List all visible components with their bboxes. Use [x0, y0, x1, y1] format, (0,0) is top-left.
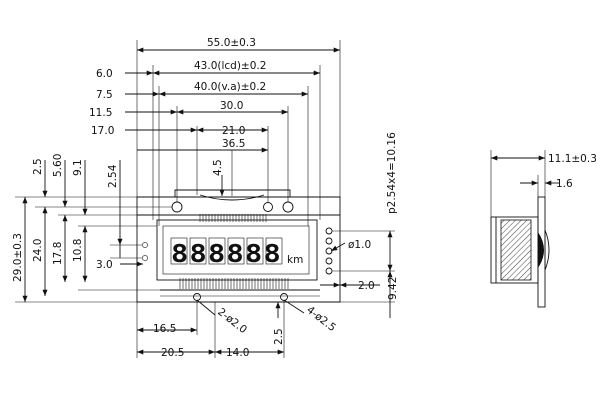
dim-v-24: 24.0 [32, 239, 44, 262]
left-dimensions: 29.0±0.3 24.0 17.8 10.8 2.5 5.60 9.1 2.5… [12, 154, 172, 303]
dim-14: 14.0 [226, 347, 249, 359]
dim-left-6: 6.0 [96, 68, 113, 80]
dim-36-5: 36.5 [222, 138, 245, 150]
dim-lcd-width: 43.0(lcd)±0.2 [194, 60, 266, 72]
hole-2 [263, 202, 273, 212]
dim-16-5: 16.5 [153, 323, 176, 335]
dim-30: 30.0 [220, 100, 243, 112]
right-dimensions: p2.54x4=10.16 ø1.0 2.0 9.42 [320, 132, 399, 318]
dim-v-2-54: 2.54 [107, 164, 119, 188]
dim-4-5: 4.5 [212, 159, 224, 176]
mounting-holes-bottom [193, 293, 288, 301]
dim-left-11-5: 11.5 [89, 107, 112, 119]
hole-3 [282, 201, 294, 213]
bottom-hole-left [193, 293, 201, 301]
hole-1 [171, 201, 183, 213]
dim-v-29: 29.0±0.3 [12, 233, 24, 282]
dim-v-5-60: 5.60 [52, 154, 64, 177]
dim-holes-2: 2-ø2.0 [215, 306, 249, 336]
side-hatched-core [500, 219, 532, 281]
dim-holes-4: 4-ø2.5 [304, 304, 338, 334]
top-pin-comb [199, 214, 267, 222]
lcd-digit-text: 888888 [171, 239, 282, 268]
dim-left-17: 17.0 [91, 125, 114, 137]
dim-overall-width: 55.0±0.3 [207, 37, 256, 49]
dim-v-9-42: 9.42 [387, 277, 399, 300]
front-view: 888888 km 55.0±0.3 43.0(lcd)±0.2 6.0 [12, 37, 399, 359]
lcd-unit: km [287, 254, 303, 266]
dim-v-2-5b: 2.5 [273, 328, 285, 345]
bottom-hole-right [280, 293, 288, 301]
dim-20-5: 20.5 [161, 347, 184, 359]
top-dimensions: 55.0±0.3 43.0(lcd)±0.2 6.0 40.0(v.a)±0.2… [89, 37, 341, 226]
dim-thickness: 1.6 [556, 178, 573, 190]
dim-21: 21.0 [222, 125, 245, 137]
dim-pitch: p2.54x4=10.16 [386, 132, 398, 214]
dim-3-0: 3.0 [96, 259, 113, 271]
mounting-holes-top [171, 201, 294, 213]
dim-left-7-5: 7.5 [96, 89, 113, 101]
dim-va-width: 40.0(v.a)±0.2 [194, 81, 266, 93]
dim-v-2-5: 2.5 [32, 158, 44, 175]
dim-v-10-8: 10.8 [72, 239, 84, 262]
dim-depth: 11.1±0.3 [548, 153, 597, 165]
dim-v-9-1: 9.1 [72, 159, 84, 176]
dim-v-17-8: 17.8 [52, 242, 64, 265]
dim-2-0: 2.0 [358, 280, 375, 292]
bottom-pin-comb [179, 278, 289, 289]
bottom-dimensions: 16.5 2-ø2.0 4-ø2.5 2.5 20.5 14.0 [136, 299, 338, 359]
dim-pin-dia: ø1.0 [348, 239, 371, 251]
side-view: 11.1±0.3 1.6 [490, 150, 597, 308]
lcd-digits: 888888 km [170, 237, 303, 268]
